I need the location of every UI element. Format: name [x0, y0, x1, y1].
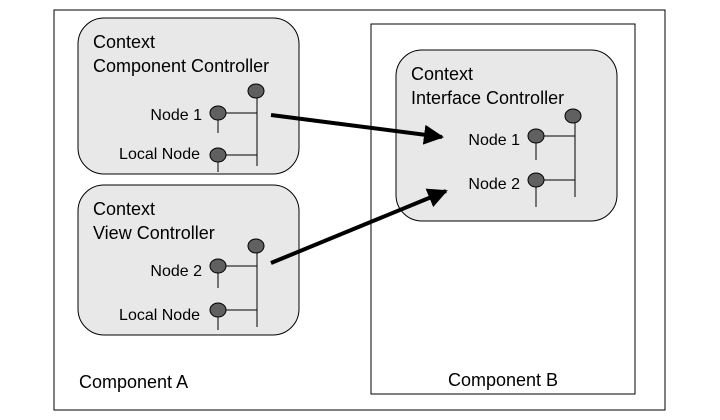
node-label-local-node: Local Node	[119, 307, 200, 324]
node-icon	[209, 258, 227, 274]
context-view-controller-title-line1: Context	[93, 199, 155, 219]
context-interface-controller: Context Interface Controller Node 1 Node…	[395, 49, 618, 222]
mapping-arrow-node-1	[270, 113, 444, 145]
node-icon	[209, 302, 227, 318]
node-icon	[209, 147, 227, 163]
node-label-node-2: Node 2	[468, 176, 520, 193]
context-component-controller-title-line2: Component Controller	[93, 56, 269, 76]
component-a-label: Component A	[79, 372, 188, 392]
context-component-controller-title-line1: Context	[93, 32, 155, 52]
context-view-controller-title-line2: View Controller	[93, 223, 215, 243]
context-interface-controller-title-line2: Interface Controller	[411, 88, 564, 108]
context-view-controller-box	[77, 184, 300, 336]
context-interface-controller-box	[395, 49, 618, 222]
component-b-label: Component B	[448, 370, 558, 390]
node-label-node-1: Node 1	[468, 132, 520, 149]
mapping-arrow-node-2	[270, 188, 448, 265]
context-view-controller: Context View Controller Node 2 Local Nod…	[77, 184, 300, 336]
node-icon	[527, 172, 545, 188]
context-interface-controller-title-line1: Context	[411, 64, 473, 84]
node-label-node-2: Node 2	[150, 263, 202, 280]
context-component-controller: Context Component Controller Node 1 Loca…	[77, 17, 300, 175]
node-icon	[527, 128, 545, 144]
root-node-icon	[247, 83, 265, 99]
node-label-node-1: Node 1	[150, 107, 202, 124]
root-node-icon	[564, 108, 582, 124]
root-node-icon	[247, 238, 265, 254]
context-component-controller-box	[77, 17, 300, 175]
node-icon	[209, 105, 227, 121]
node-label-local-node: Local Node	[119, 146, 200, 163]
